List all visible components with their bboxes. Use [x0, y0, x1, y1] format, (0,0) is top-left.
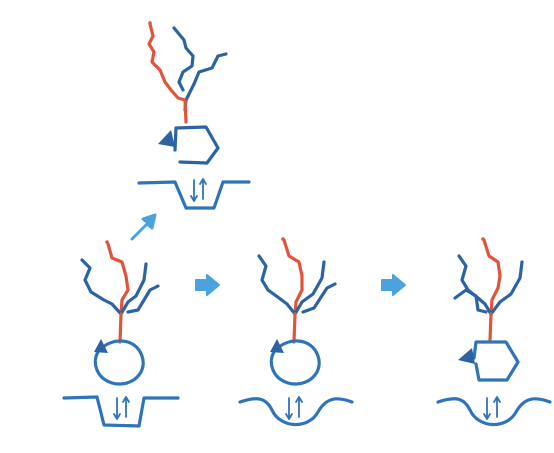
pocket-left-path [62, 395, 180, 428]
pocket-middle-path [238, 397, 354, 427]
cycle-right [458, 340, 520, 382]
red-stem-right [488, 312, 493, 342]
red-stem-middle [292, 312, 297, 344]
pocket-arrow-down-left [113, 397, 121, 420]
cycle-arrowhead-left [94, 339, 108, 353]
blue-branch-middle-3 [301, 282, 337, 314]
blue-branch-left-2 [119, 262, 148, 316]
red-tip-right [481, 237, 485, 241]
pocket-middle [238, 396, 354, 427]
glycan-tree-middle [257, 237, 337, 344]
red-tip-middle [281, 237, 285, 241]
cycle-top [158, 125, 220, 165]
cycle-arrowhead-right [458, 348, 475, 364]
pocket-left [62, 395, 180, 428]
red-branch-top [147, 22, 187, 102]
glycan-tree-top [147, 21, 228, 124]
pocket-arrow-down-right [483, 397, 491, 420]
state-top [137, 21, 251, 210]
pocket-arrow-up-middle [295, 396, 303, 418]
blue-branch-right-3 [453, 288, 488, 314]
pocket-arrow-up-top [199, 178, 207, 200]
blue-branch-right-1 [457, 254, 493, 316]
red-branch-middle [282, 238, 304, 316]
blue-branch-middle-2 [293, 260, 326, 316]
cycle-loop-middle [269, 339, 321, 386]
red-branch-right [482, 238, 502, 316]
blue-branch-top-2 [184, 52, 228, 102]
transition-arrow-left-to-top [130, 213, 157, 241]
state-left [62, 240, 180, 428]
pocket-arrow-down-top [190, 179, 198, 202]
cycle-loop-left [93, 339, 145, 386]
pocket-arrow-down-middle [285, 397, 293, 420]
transition-arrow-left-to-middle [195, 274, 220, 296]
pocket-right [436, 396, 552, 427]
red-branch-left [106, 242, 130, 316]
transition-arrow-middle-to-right [381, 274, 406, 296]
red-stem-top [183, 98, 188, 124]
blue-branch-right-2 [489, 260, 524, 316]
blue-branch-left-3 [126, 284, 160, 314]
pocket-arrow-up-right [493, 396, 501, 418]
glycan-tree-right [453, 237, 524, 342]
glycan-tree-left [80, 240, 160, 344]
cycle-middle [269, 339, 321, 386]
state-right [436, 237, 552, 427]
pocket-right-path [436, 397, 552, 427]
cycle-loop-top [173, 125, 220, 165]
cycle-arrowhead-middle [270, 339, 284, 353]
red-tip-left [105, 240, 109, 244]
blue-branch-top-1 [172, 26, 195, 92]
red-stem-left [118, 312, 123, 344]
cycle-arrowhead-top [158, 130, 175, 147]
state-middle [238, 237, 354, 427]
cycle-loop-right [472, 340, 520, 382]
pocket-arrow-up-left [122, 396, 130, 418]
cycle-left [93, 339, 145, 386]
blue-branch-middle-1 [257, 254, 297, 316]
blue-branch-left-1 [80, 258, 123, 316]
pocket-top [137, 178, 251, 210]
pocket-top-path [137, 180, 251, 210]
red-tip-top [148, 21, 152, 25]
